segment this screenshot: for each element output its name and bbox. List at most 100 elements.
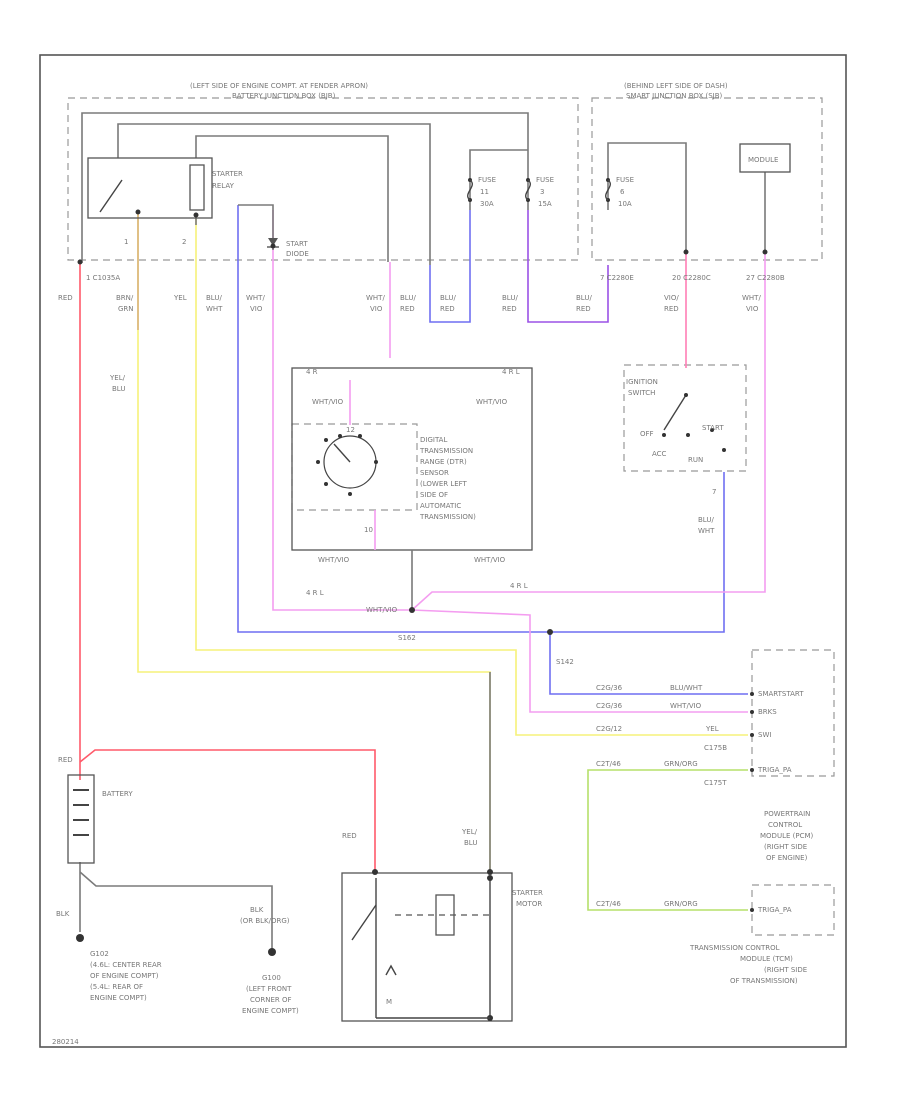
ignition-wire-2: WHT <box>698 527 715 535</box>
ground-g102-symbol <box>76 934 84 942</box>
ground-g100-3: G100 <box>262 974 281 982</box>
pcm-title-2: CONTROL <box>768 821 802 829</box>
starter-yel-label-2: BLU <box>464 839 477 847</box>
wire-start-diode <box>238 204 274 250</box>
fuse-6-label-2: 6 <box>620 188 625 196</box>
ground-g100-5: CORNER OF <box>250 996 292 1004</box>
wire-label-brn-1: BRN/ <box>116 294 134 302</box>
ground-g100-1: BLK <box>250 906 264 914</box>
pcm-wire-3-color: YEL <box>705 725 719 733</box>
fuse-3-symbol <box>525 178 531 202</box>
fuse-3-label-1: FUSE <box>536 176 554 184</box>
wire-battery-ground <box>79 871 273 950</box>
dtr-label-6: SIDE OF <box>420 491 448 499</box>
battery-junction-box-outline <box>67 97 579 261</box>
tcm-title-1: TRANSMISSION CONTROL <box>689 944 780 952</box>
wire-label-vio-1: VIO/ <box>664 294 679 302</box>
pcm-wire-1-conn: C2G/36 <box>596 684 623 692</box>
fuse-11-label-2: 11 <box>480 188 489 196</box>
starter-motor-outline <box>341 872 513 1022</box>
wire-label-blu-red-5: BLU/ <box>502 294 518 302</box>
wire-red-battery-starter <box>79 749 376 872</box>
wire-relay-to-fuse <box>195 135 389 262</box>
pcm-title-3: MODULE (PCM) <box>760 832 813 840</box>
junction-label-whtvio: WHT/VIO <box>366 606 398 614</box>
pcm-pin-brks: BRKS <box>758 708 777 716</box>
ignition-run: RUN <box>688 456 703 464</box>
tcm-outline <box>751 884 835 936</box>
start-diode-label-1: START <box>286 240 308 248</box>
wire-blu-wht-pcm <box>549 632 748 695</box>
pcm-title-1: POWERTRAIN <box>764 810 810 818</box>
pcm-wire-1-color: BLU/WHT <box>670 684 703 692</box>
wire-label-wht-r-2: VIO <box>746 305 759 313</box>
wire-wht-vio-left <box>272 210 412 611</box>
wire-label-vio-2: RED <box>664 305 679 313</box>
pcm-wire-3-conn: C2G/12 <box>596 725 622 733</box>
wire-label-wht-2: VIO <box>250 305 263 313</box>
ground-g100-symbol <box>268 948 276 956</box>
whtvio-right-label: WHT/VIO <box>476 398 508 406</box>
pcm-wire-2-conn: C2G/36 <box>596 702 623 710</box>
connector-pins <box>77 209 768 912</box>
wire-label-blu-red-7: BLU/ <box>576 294 592 302</box>
pcm-connector-c175b: C175B <box>704 744 727 752</box>
whtvio-left-label: WHT/VIO <box>312 398 344 406</box>
sjb-module-label: MODULE <box>748 156 778 164</box>
starter-motor-label-1: STARTER <box>512 889 543 897</box>
ground-g102-1: G102 <box>90 950 109 958</box>
connector-c2280e: 7 C2280E <box>600 274 634 282</box>
fuse-11-symbol <box>467 178 473 202</box>
starter-relay-coil <box>189 164 205 211</box>
wire-sjb-fuse <box>607 142 687 252</box>
dash-box-title-2: SMART JUNCTION BOX (SJB) <box>626 92 723 100</box>
sjb-module-box <box>739 143 791 173</box>
relay-pin-1: 1 <box>124 238 128 246</box>
connector-c1035a: 1 C1035A <box>86 274 120 282</box>
ignition-label-2: SWITCH <box>628 389 655 397</box>
pcm-wire-4-color: GRN/ORG <box>664 760 698 768</box>
starter-relay-label-1: STARTER <box>212 170 243 178</box>
ignition-pin-7: 7 <box>712 488 716 496</box>
wire-label-wht-1: WHT/ <box>246 294 265 302</box>
battery-blk-label: BLK <box>56 910 70 918</box>
ignition-start: START <box>702 424 724 432</box>
dtr-label-3: RANGE (DTR) <box>420 458 467 466</box>
fuse-3-label-3: 15A <box>538 200 552 208</box>
ignition-switch-outline <box>623 364 747 472</box>
wire-label-blu-red-6: RED <box>502 305 517 313</box>
engine-box-title-2: BATTERY JUNCTION BOX (BJB) <box>232 92 336 100</box>
wire-blu-red-fuse-a <box>429 210 471 323</box>
split-4r-right: 4 R L <box>502 368 520 376</box>
wire-label-yel-blu-2: BLU <box>112 385 125 393</box>
dtr-pin-12: 12 <box>346 426 355 434</box>
smart-junction-box-outline <box>591 97 823 261</box>
wire-label-wht-r-1: WHT/ <box>742 294 761 302</box>
ground-g102-2: (4.6L: CENTER REAR <box>90 961 162 969</box>
wire-label-brn-2: GRN <box>118 305 134 313</box>
ignition-off: OFF <box>640 430 654 438</box>
diagram-border <box>39 54 847 1048</box>
starter-motor-label-2: MOTOR <box>516 900 542 908</box>
dtr-label-7: AUTOMATIC <box>420 502 461 510</box>
pcm-wire-2-color: WHT/VIO <box>670 702 702 710</box>
wire-yel-blu <box>137 330 491 872</box>
ignition-acc: ACC <box>652 450 667 458</box>
fuse-6-symbol <box>605 178 611 202</box>
dtr-whtvio-right: WHT/VIO <box>474 556 506 564</box>
fuse-11-label-3: 30A <box>480 200 494 208</box>
splice-s162: S162 <box>398 634 416 642</box>
dtr-whtvio-left: WHT/VIO <box>318 556 350 564</box>
ground-g100-6: ENGINE COMPT) <box>242 1007 299 1015</box>
dtr-label-1: DIGITAL <box>420 436 447 444</box>
starter-m-label: M <box>386 998 392 1006</box>
pcm-pin-triga: TRIGA_PA <box>757 766 792 774</box>
battery-label: BATTERY <box>102 790 133 798</box>
wire-grn-org <box>587 769 748 911</box>
ground-g102-4: (5.4L: REAR OF <box>90 983 143 991</box>
wire-label-blu-red-2: RED <box>400 305 415 313</box>
ground-g100-4: (LEFT FRONT <box>246 985 292 993</box>
battery-symbol <box>67 774 95 864</box>
battery-red-label: RED <box>58 756 73 764</box>
